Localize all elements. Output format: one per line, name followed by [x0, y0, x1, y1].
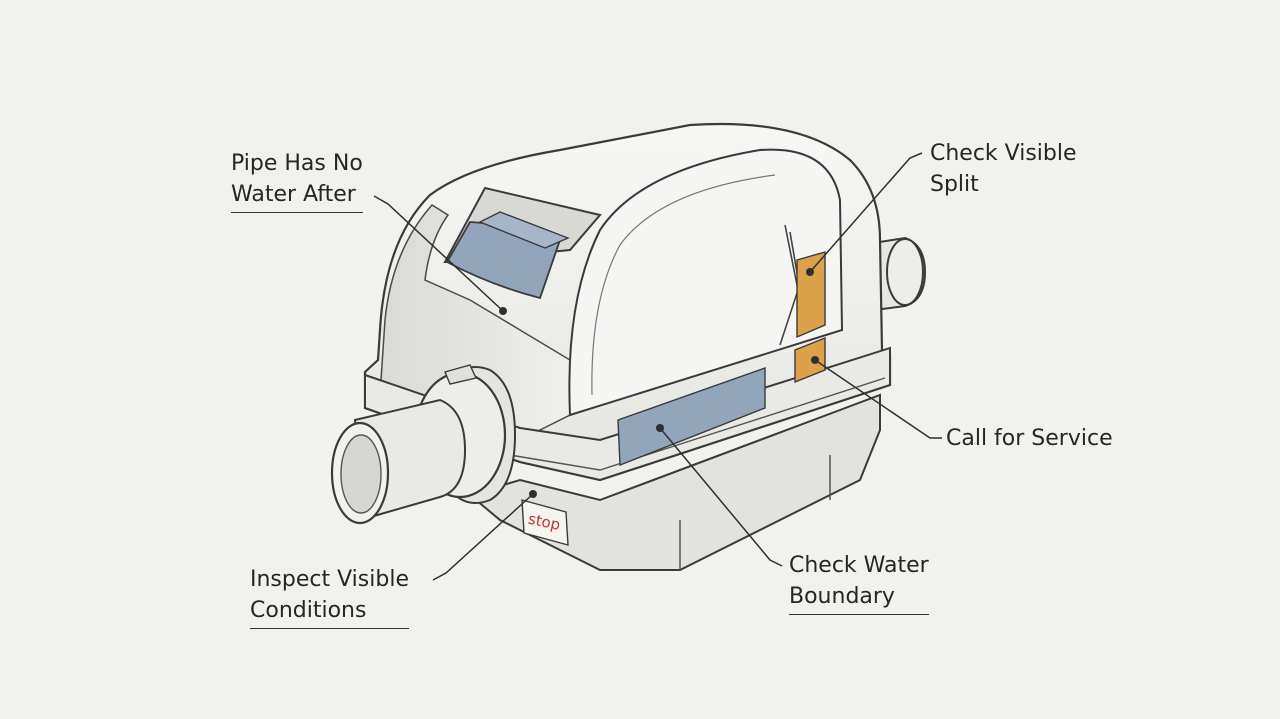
callout-pipe-no-water: Pipe Has No Water After — [231, 148, 363, 213]
callout-inspect-visible-conditions: Inspect Visible Conditions — [250, 564, 409, 629]
stop-tag: stop — [521, 499, 569, 546]
callout-inspect-visible-conditions-line1: Inspect Visible — [250, 567, 409, 592]
belt-line — [509, 377, 886, 471]
leader-dots — [499, 268, 819, 498]
dot-check-water-boundary — [656, 424, 664, 432]
callout-check-visible-split: Check Visible Split — [930, 138, 1077, 200]
callout-check-visible-split-line2: Split — [930, 172, 979, 197]
leader-check-visible-split — [809, 152, 923, 273]
dot-inspect-visible-conditions — [529, 490, 537, 498]
housing-front-face — [379, 204, 571, 441]
lid-cover — [568, 148, 844, 417]
dot-check-visible-split — [806, 268, 814, 276]
callout-check-water-boundary-line1: Check Water — [789, 553, 929, 578]
top-window-lid — [478, 211, 570, 249]
split-panel — [796, 251, 826, 339]
leader-check-water-boundary — [659, 427, 783, 567]
dot-pipe-no-water — [499, 307, 507, 315]
callout-check-visible-split-line1: Check Visible — [930, 141, 1077, 166]
left-pipe — [330, 364, 517, 525]
base-foot — [679, 455, 831, 570]
leader-pipe-no-water — [373, 195, 504, 312]
leader-lines — [373, 152, 942, 581]
callout-check-water-boundary: Check Water Boundary — [789, 550, 929, 615]
callout-inspect-visible-conditions-line2: Conditions — [250, 598, 367, 623]
callout-pipe-no-water-line2: Water After — [231, 182, 356, 207]
lid-crease — [591, 174, 776, 396]
water-boundary-panel — [617, 367, 766, 467]
leader-inspect-visible-conditions — [432, 493, 534, 581]
callout-call-for-service-line1: Call for Service — [946, 426, 1113, 451]
base-tray — [467, 393, 881, 571]
service-panel — [794, 336, 826, 384]
callout-pipe-no-water-line1: Pipe Has No — [231, 151, 363, 176]
dot-call-for-service — [811, 356, 819, 364]
callout-check-water-boundary-line2: Boundary — [789, 584, 895, 609]
callout-call-for-service: Call for Service — [946, 423, 1113, 454]
leader-call-for-service — [814, 359, 942, 439]
